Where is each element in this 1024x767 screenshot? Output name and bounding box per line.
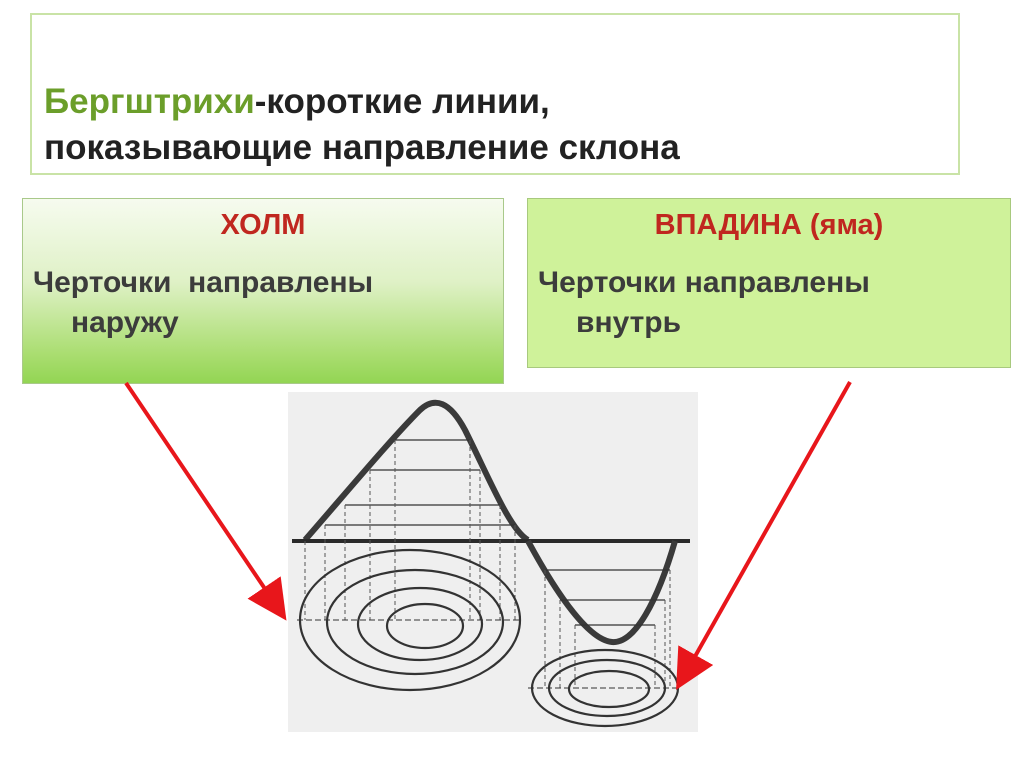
hill-text-line2: наружу [71, 306, 179, 339]
title-line2: показывающие направление склона [44, 128, 680, 167]
hill-text-line1: Черточки направлены [33, 266, 374, 299]
hollow-text-line2: внутрь [576, 306, 682, 339]
title-term: Бергштрихи [44, 82, 255, 121]
hill-profile [302, 399, 530, 543]
hollow-card: ВПАДИНА (яма) Черточки направлены внутрь [527, 198, 1011, 368]
title-rest: -короткие линии, [254, 82, 550, 121]
hill-arrow [124, 381, 287, 621]
hollow-heading: ВПАДИНА (яма) [654, 209, 884, 241]
page-title: Бергштрихи-короткие линии, показывающие … [44, 79, 680, 171]
hill-description: Черточки направлены наружу [33, 263, 493, 343]
hill-contours [297, 548, 522, 692]
hollow-contours [528, 648, 680, 728]
hollow-description: Черточки направлены внутрь [538, 263, 1000, 343]
hollow-text-line1: Черточки направлены [538, 266, 870, 299]
hollow-arrow [676, 381, 852, 690]
relief-figure [288, 392, 698, 732]
title-frame: Бергштрихи-короткие линии, показывающие … [30, 13, 960, 175]
hill-card: ХОЛМ Черточки направлены наружу [22, 198, 504, 384]
hill-heading: ХОЛМ [220, 209, 306, 241]
hollow-profile [525, 539, 678, 645]
